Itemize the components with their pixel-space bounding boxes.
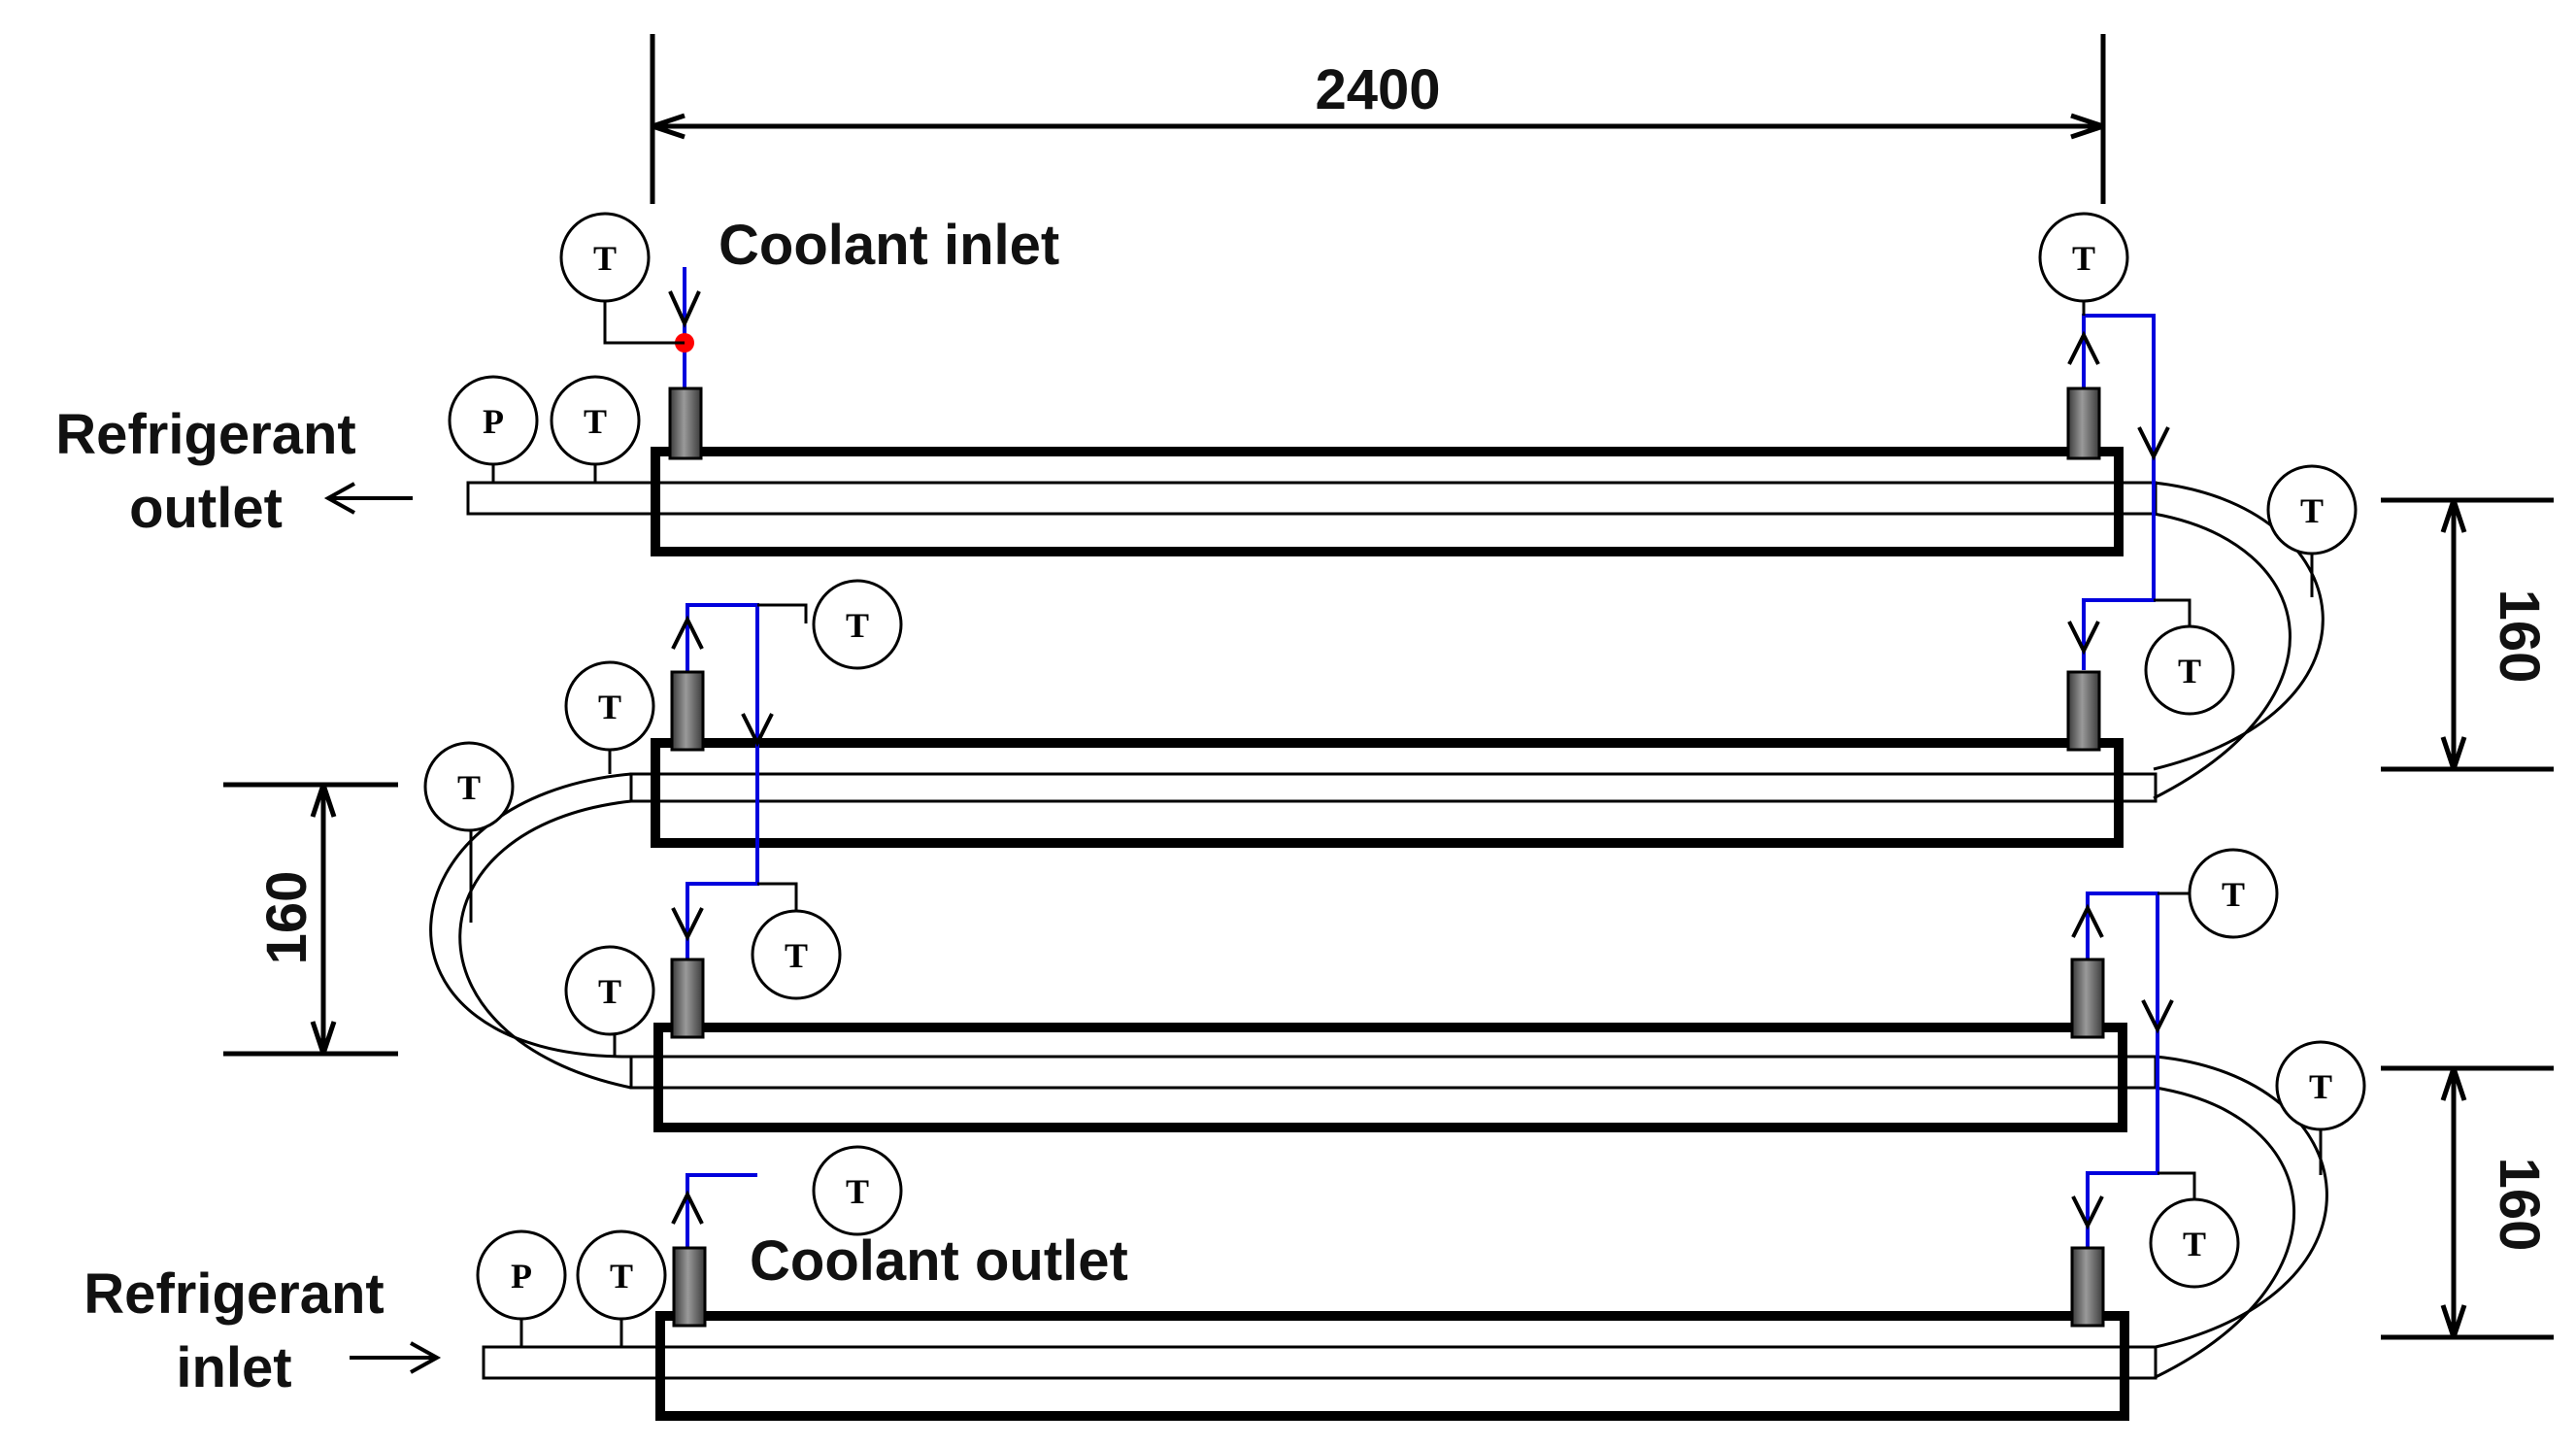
svg-text:T: T bbox=[846, 606, 869, 645]
temperature-sensor-bend-right-upper: T bbox=[2266, 464, 2358, 555]
pressure-sensor-refrigerant-inlet: P bbox=[476, 1229, 567, 1321]
svg-text:T: T bbox=[2309, 1067, 2332, 1106]
spacing-label-left: 160 bbox=[255, 871, 318, 965]
svg-text:T: T bbox=[598, 688, 621, 726]
spacing-dimension-right-lower bbox=[2381, 1065, 2554, 1340]
coolant-outlet-label: Coolant outlet bbox=[750, 1229, 1128, 1293]
svg-text:T: T bbox=[2178, 652, 2201, 690]
temperature-sensor-row3-left-refrigerant: T bbox=[564, 945, 655, 1036]
temperature-sensor-row3-left-coolant: T bbox=[751, 909, 842, 1000]
refrigerant-inlet-arrow bbox=[350, 1341, 442, 1374]
tube-row-1 bbox=[651, 447, 2158, 556]
temperature-sensor-refrigerant-outlet: T bbox=[550, 375, 641, 466]
temperature-sensor-row2-left-refrigerant: T bbox=[564, 660, 655, 752]
refrigerant-inlet-pipe bbox=[482, 1345, 660, 1380]
tube-row-4 bbox=[655, 1311, 2158, 1421]
spacing-label-right-lower: 160 bbox=[2488, 1158, 2551, 1252]
u-bend-right-lower bbox=[2155, 1055, 2328, 1379]
svg-text:P: P bbox=[483, 402, 504, 441]
length-dimension-label: 2400 bbox=[1315, 58, 1440, 121]
temperature-sensor-coolant-outlet: T bbox=[812, 1145, 903, 1236]
pressure-sensor-refrigerant-outlet: P bbox=[448, 375, 539, 466]
temperature-sensor-row2-right-coolant: T bbox=[2144, 624, 2235, 716]
svg-text:T: T bbox=[457, 768, 481, 807]
spacing-label-right-upper: 160 bbox=[2488, 589, 2551, 684]
coolant-connectors bbox=[668, 387, 2105, 1328]
tube-row-2 bbox=[629, 738, 2158, 848]
svg-text:P: P bbox=[511, 1257, 532, 1296]
spacing-dimension-right-upper bbox=[2381, 497, 2554, 772]
temperature-sensor-row2-left-coolant: T bbox=[812, 579, 903, 670]
svg-text:T: T bbox=[2300, 491, 2324, 530]
temperature-sensor-row3-right-coolant: T bbox=[2188, 848, 2279, 939]
svg-text:T: T bbox=[593, 239, 617, 278]
svg-text:T: T bbox=[2183, 1225, 2206, 1263]
svg-text:T: T bbox=[2222, 875, 2245, 914]
svg-text:T: T bbox=[610, 1257, 633, 1296]
tube-row-3 bbox=[629, 1023, 2158, 1132]
coolant-flow-arrows bbox=[668, 290, 2174, 1230]
temperature-sensor-coolant-inlet: T bbox=[559, 212, 651, 303]
refrigerant-outlet-arrow bbox=[323, 482, 413, 515]
temperature-sensor-refrigerant-inlet: T bbox=[576, 1229, 667, 1321]
temperature-sensor-bend-right-lower: T bbox=[2275, 1040, 2366, 1131]
refrigerant-outlet-pipe bbox=[466, 481, 659, 516]
refrigerant-outlet-label-line2: outlet bbox=[129, 477, 283, 540]
refrigerant-outlet-label-line1: Refrigerant bbox=[55, 403, 355, 466]
svg-text:T: T bbox=[785, 936, 808, 975]
temperature-sensor-bend-left: T bbox=[423, 741, 515, 832]
temperature-sensor-row1-right: T bbox=[2038, 212, 2129, 303]
svg-text:T: T bbox=[2072, 239, 2095, 278]
length-dimension bbox=[650, 34, 2106, 204]
coolant-inlet-label: Coolant inlet bbox=[719, 214, 1059, 277]
temperature-sensor-row4-right-coolant: T bbox=[2149, 1197, 2240, 1289]
u-bend-right-upper bbox=[2153, 481, 2325, 800]
svg-text:T: T bbox=[584, 402, 607, 441]
spacing-dimension-left bbox=[223, 782, 398, 1057]
refrigerant-inlet-label-line1: Refrigerant bbox=[84, 1262, 384, 1326]
svg-text:T: T bbox=[846, 1172, 869, 1211]
refrigerant-inlet-label-line2: inlet bbox=[176, 1336, 291, 1399]
u-bend-left bbox=[429, 772, 632, 1090]
svg-text:T: T bbox=[598, 972, 621, 1011]
